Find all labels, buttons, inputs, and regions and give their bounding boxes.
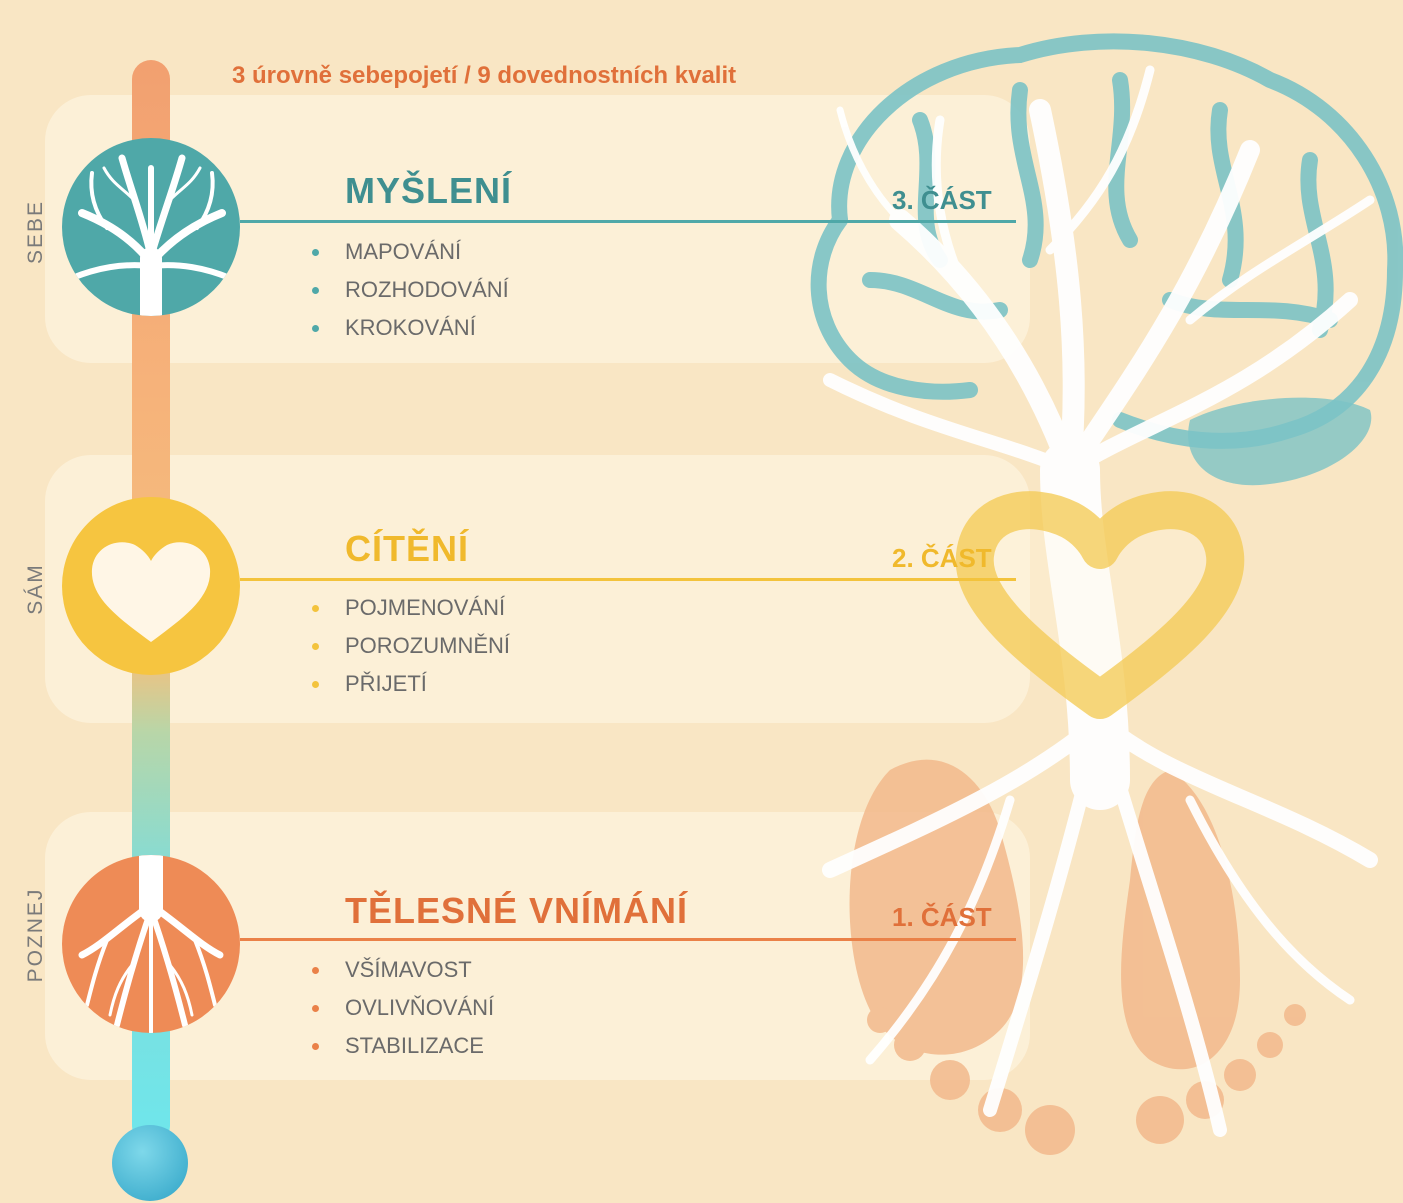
level-line-2	[240, 578, 1016, 581]
skill-list-myslenı: MAPOVÁNÍ ROZHODOVÁNÍ KROKOVÁNÍ	[308, 233, 509, 347]
side-label-sam: SÁM	[24, 563, 48, 615]
skill-item: POROZUMNĚNÍ	[308, 627, 510, 665]
skill-item: MAPOVÁNÍ	[308, 233, 509, 271]
heading-telesne-vnimani: TĚLESNÉ VNÍMÁNÍ	[345, 890, 688, 932]
skill-item: VŠÍMAVOST	[308, 951, 494, 989]
cerebellum-icon	[1188, 398, 1371, 486]
side-label-sebe: SEBE	[24, 200, 48, 264]
skill-item: POJMENOVÁNÍ	[308, 589, 510, 627]
skill-item: STABILIZACE	[308, 1027, 494, 1065]
skill-item: OVLIVŇOVÁNÍ	[308, 989, 494, 1027]
heading-myslenı: MYŠLENÍ	[345, 170, 512, 212]
part-label-1: 1. ČÁST	[892, 902, 992, 933]
part-label-3: 3. ČÁST	[892, 185, 992, 216]
skill-item: ROZHODOVÁNÍ	[308, 271, 509, 309]
skill-list-citeni: POJMENOVÁNÍ POROZUMNĚNÍ PŘIJETÍ	[308, 589, 510, 703]
tree-canopy-icon	[62, 138, 240, 316]
skill-item: PŘIJETÍ	[308, 665, 510, 703]
brain-tree-heart-feet-illustration	[770, 0, 1403, 1203]
heart-outline-icon	[975, 510, 1226, 700]
tree-roots-icon	[62, 855, 240, 1033]
heart-icon	[62, 497, 240, 675]
side-label-poznej: POZNEJ	[24, 888, 48, 983]
bottom-dot	[112, 1125, 188, 1201]
level-line-3	[240, 220, 1016, 223]
subtitle: 3 úrovně sebepojetí / 9 dovednostních kv…	[232, 62, 736, 90]
level-line-1	[240, 938, 1016, 941]
part-label-2: 2. ČÁST	[892, 543, 992, 574]
heading-citeni: CÍTĚNÍ	[345, 528, 469, 570]
skill-item: KROKOVÁNÍ	[308, 309, 509, 347]
skill-list-telesne: VŠÍMAVOST OVLIVŇOVÁNÍ STABILIZACE	[308, 951, 494, 1065]
